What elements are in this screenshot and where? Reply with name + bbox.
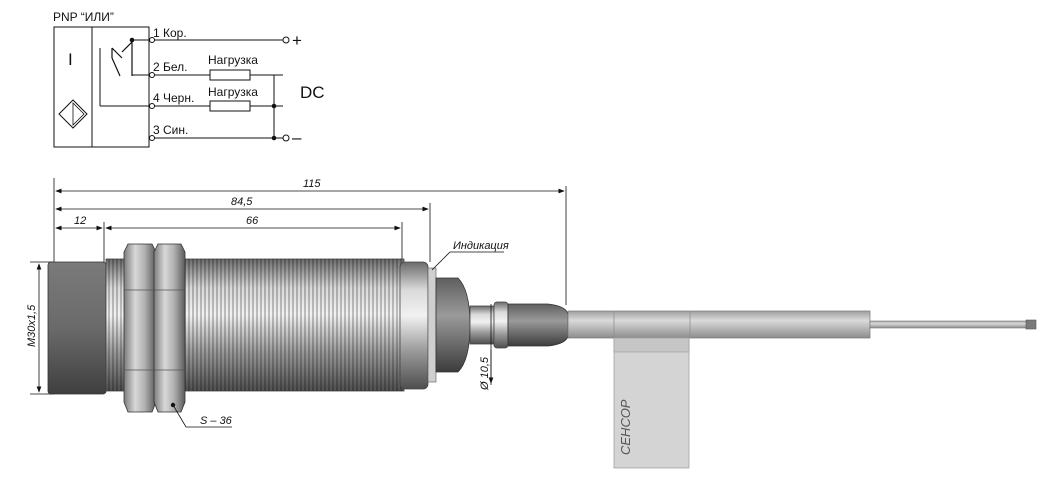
switch-contact-icon xyxy=(121,41,133,76)
dim-thread-size: M30x1,5 xyxy=(26,304,38,347)
sensor-diamond-icon xyxy=(58,99,88,129)
housing-collar xyxy=(399,261,429,390)
junction-dot xyxy=(271,103,277,109)
dim-cable-diameter: Ø 10,5 xyxy=(479,356,491,391)
gland-sleeve xyxy=(507,303,569,347)
switch-contact-icon xyxy=(111,47,123,77)
sensor-diamond-inner-icon xyxy=(72,102,85,126)
load-resistor xyxy=(209,100,251,112)
minus-sign: – xyxy=(292,128,302,147)
wire-2-label: 2 Бел. xyxy=(153,60,188,74)
dimension-lines xyxy=(30,178,567,395)
sensor-body: S – 36 Индикация Ø 10,5 СЕНСОР xyxy=(47,240,1037,469)
brand-tag-top xyxy=(613,337,690,353)
lock-nut xyxy=(153,243,186,413)
brand-tag xyxy=(613,337,690,469)
terminal xyxy=(149,103,155,109)
brand-tag-label: СЕНСОР xyxy=(618,399,633,455)
terminal xyxy=(149,135,155,141)
schematic-title: PNP “ИЛИ” xyxy=(53,10,114,24)
terminal xyxy=(149,37,155,43)
wrench-leader xyxy=(172,404,232,428)
terminal xyxy=(149,72,155,78)
load-label: Нагрузка xyxy=(208,53,258,67)
dim-wrench-size: S – 36 xyxy=(200,415,233,427)
gland-neck xyxy=(469,305,495,345)
dim-body-length: 84,5 xyxy=(231,196,253,208)
indicator-callout: Индикация xyxy=(453,240,509,252)
lock-nut xyxy=(123,243,157,413)
sensing-face xyxy=(47,261,107,395)
dim-total-length: 115 xyxy=(303,178,321,190)
dim-front-length: 12 xyxy=(74,215,86,227)
rear-cap xyxy=(435,277,471,373)
wire-4-label: 4 Черн. xyxy=(153,91,194,105)
supply-label: DC xyxy=(300,83,325,102)
cable xyxy=(567,310,871,339)
indicator-ring xyxy=(427,267,437,383)
wire-1-label: 1 Кор. xyxy=(153,26,187,40)
load-label: Нагрузка xyxy=(208,85,258,99)
cable-core xyxy=(869,320,1031,329)
wiring-schematic: PNP “ИЛИ” I 1 Кор. 2 Бел. 4 Черн. 3 Син.… xyxy=(53,10,325,148)
sensor-symbol-box xyxy=(53,26,150,148)
junction-dot xyxy=(271,135,277,141)
indicator-leader xyxy=(431,251,504,271)
supply-terminal xyxy=(282,134,290,142)
load-resistor xyxy=(209,69,251,81)
cable-core-tip xyxy=(1025,319,1037,330)
mode-symbol: I xyxy=(68,50,73,69)
plus-sign: + xyxy=(292,31,302,50)
supply-terminal xyxy=(282,36,290,44)
dim-thread-length: 66 xyxy=(246,215,259,227)
wire-3-label: 3 Син. xyxy=(153,123,188,137)
gland-ring xyxy=(493,301,509,349)
